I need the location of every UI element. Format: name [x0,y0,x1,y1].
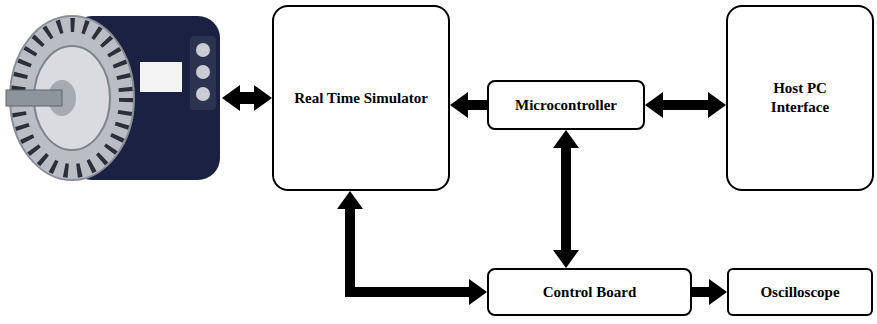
signal-arrow [561,148,571,250]
box-label: Microcontroller [515,96,617,115]
simulator-box: Real Time Simulator [272,5,450,191]
terminal [196,65,210,79]
signal-arrow [468,100,487,110]
motor-picture [6,16,220,180]
board-box: Control Board [487,268,692,316]
box-label: Host PC Interface [744,79,856,117]
box-label: Control Board [543,283,636,302]
signal-arrow [350,209,469,292]
terminal [196,43,210,57]
scope-box: Oscilloscope [727,268,873,316]
controller-box: Microcontroller [487,80,645,130]
box-label: Oscilloscope [760,283,839,302]
motor-link-arrow [222,85,272,111]
motor-shaft [6,90,62,106]
host-box: Host PC Interface [726,5,874,191]
motor-plate [140,62,182,92]
signal-arrow [692,287,709,297]
terminal [196,87,210,101]
signal-arrow [663,100,708,110]
terminal-block [190,36,216,110]
box-label: Real Time Simulator [294,89,428,108]
